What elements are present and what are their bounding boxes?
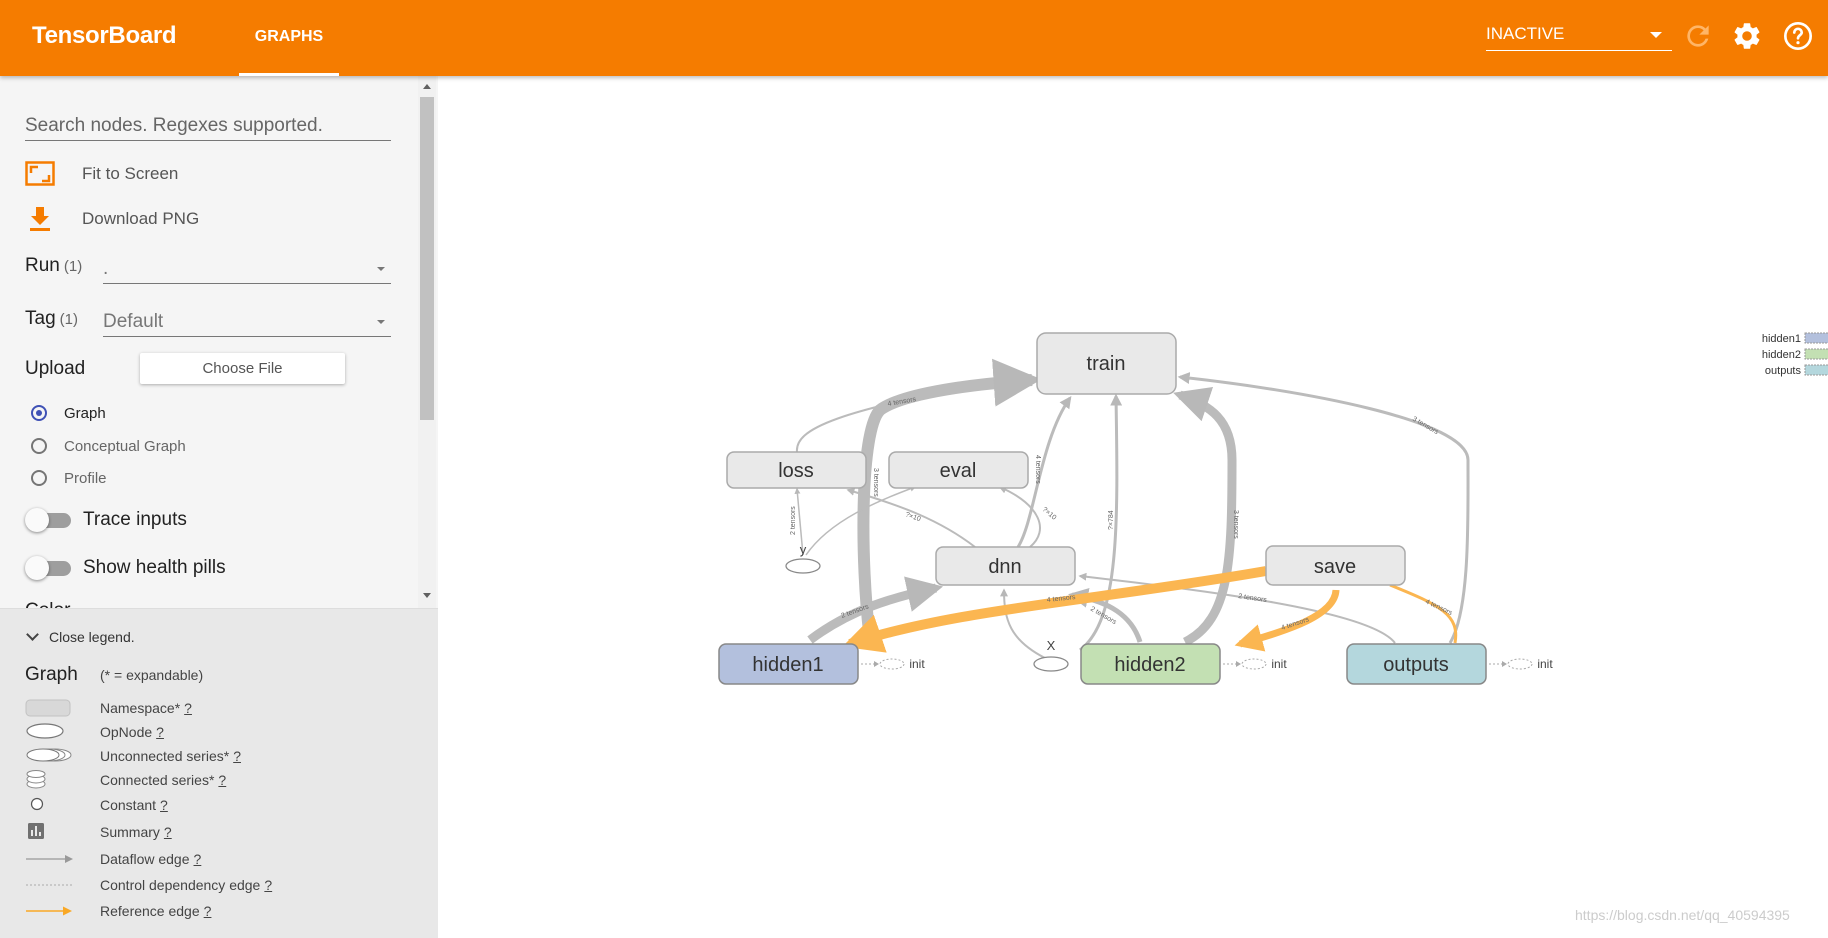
help-icon[interactable] [1782,20,1814,52]
tab-graphs-label: GRAPHS [254,28,324,45]
legend-summary-help[interactable]: ? [163,824,172,840]
unconnected-series-icon [26,748,72,762]
trace-inputs-label: Trace inputs [83,509,187,530]
legend-constant-help[interactable]: ? [160,797,168,813]
legend-item-namespace: Namespace*? [25,698,425,718]
control-edge-icon [26,884,73,886]
graph-controls: Fit to Screen Download PNG Run(1) . Tag(… [0,76,418,608]
health-pills-knob [25,556,49,580]
legend-namespace-label: Namespace* [100,700,181,716]
legend-item-opnode: OpNode? [25,722,425,742]
scroll-up-arrow-icon[interactable] [423,84,431,89]
run-status-value: INACTIVE [1486,24,1565,43]
fit-to-screen-label: Fit to Screen [82,164,179,183]
legend-connected-label: Connected series* [100,772,215,788]
dataflow-edge-icon [26,855,73,863]
tab-active-indicator [239,73,339,76]
choose-file-button[interactable]: Choose File [140,353,345,384]
download-icon [30,207,50,231]
run-dropdown-caret-icon [377,267,385,271]
legend-constant-label: Constant [100,797,157,813]
scroll-down-arrow-icon[interactable] [423,593,431,598]
legend-unconnected-help[interactable]: ? [233,748,241,764]
close-legend-label: Close legend. [49,629,135,645]
constant-icon [30,797,44,811]
radio-conceptual-label: Conceptual Graph [64,438,186,455]
legend-opnode-label: OpNode [100,724,153,740]
legend-reference-help[interactable]: ? [203,903,212,919]
namespace-icon [25,699,71,717]
radio-graph-indicator [31,405,47,421]
run-status-dropdown[interactable]: INACTIVE [1486,22,1672,51]
health-pills-label: Show health pills [83,557,226,578]
tag-dropdown-caret-icon [377,320,385,324]
radio-graph-label: Graph [64,405,106,422]
refresh-icon[interactable] [1682,20,1714,52]
reference-edge-icon [26,906,72,916]
legend-item-control: Control dependency edge? [25,875,425,895]
run-dropdown[interactable]: . [103,253,391,284]
radio-profile-indicator [31,470,47,486]
graph-legend: Close legend. Graph (* = expandable) Nam… [0,608,438,938]
legend-unconnected-label: Unconnected series* [100,748,230,764]
download-png-label: Download PNG [82,209,200,228]
legend-dataflow-help[interactable]: ? [193,851,202,867]
legend-item-unconnected: Unconnected series*? [25,746,425,766]
legend-item-reference: Reference edge? [25,901,425,921]
radio-profile-label: Profile [64,470,107,487]
legend-item-summary: Summary? [25,822,425,842]
legend-opnode-help[interactable]: ? [156,724,164,740]
tag-count: (1) [59,311,78,328]
legend-connected-help[interactable]: ? [218,772,227,788]
close-legend-button[interactable]: Close legend. [26,628,135,645]
trace-inputs-knob [25,508,49,532]
legend-item-connected: Connected series*? [25,770,425,790]
legend-control-label: Control dependency edge [100,877,261,893]
app-title: TensorBoard [32,22,177,49]
legend-dataflow-label: Dataflow edge [100,851,190,867]
search-input[interactable] [25,112,391,141]
dropdown-caret-icon [1650,32,1662,38]
radio-conceptual-indicator [31,438,47,454]
legend-subtitle: (* = expandable) [100,667,204,683]
summary-icon [28,823,44,839]
settings-icon[interactable] [1731,20,1763,52]
watermark: https://blog.csdn.net/qq_40594395 [1575,907,1790,923]
top-app-bar: TensorBoard GRAPHS INACTIVE [0,0,1828,76]
legend-item-dataflow: Dataflow edge? [25,849,425,869]
tab-graphs[interactable]: GRAPHS [239,0,339,76]
tag-label: Tag [25,308,56,329]
fit-screen-icon [25,161,55,186]
color-label-partial: Color [25,600,70,608]
connected-series-icon [26,770,46,789]
run-count: (1) [63,258,83,275]
legend-reference-label: Reference edge [100,903,200,919]
legend-item-constant: Constant? [25,795,425,815]
chevron-down-icon [26,628,39,641]
tag-dropdown[interactable]: Default [103,306,391,337]
download-png-button[interactable]: Download PNG [25,204,199,234]
graph-canvas[interactable] [438,76,1828,937]
legend-summary-label: Summary [100,824,160,840]
tag-value: Default [103,311,164,332]
upload-label: Upload [25,358,86,379]
sidebar-scrollbar[interactable] [418,76,436,608]
run-label: Run [25,255,60,276]
legend-control-help[interactable]: ? [264,877,273,893]
scroll-thumb[interactable] [420,97,434,420]
opnode-icon [26,723,64,739]
run-value: . [103,258,109,279]
legend-title: Graph [25,664,78,685]
fit-to-screen-button[interactable]: Fit to Screen [25,159,178,189]
sidebar: Fit to Screen Download PNG Run(1) . Tag(… [0,76,438,938]
legend-namespace-help[interactable]: ? [184,700,192,716]
